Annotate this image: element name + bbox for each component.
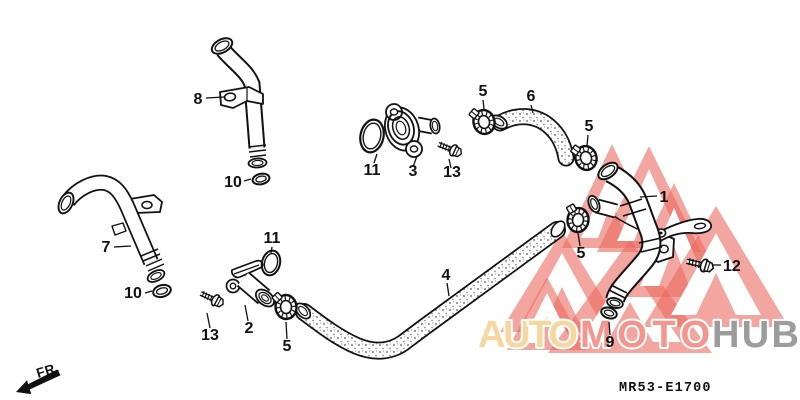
part-11-oring-upper xyxy=(359,118,385,154)
part-13-bolt-lower xyxy=(198,287,225,309)
callout-13-upper: 13 xyxy=(443,158,461,181)
watermark-word-auto: AUTO xyxy=(478,314,578,356)
callout-label: 11 xyxy=(364,162,381,179)
part-1-pipe-assembly xyxy=(587,161,712,309)
part-11-oring-lower xyxy=(260,249,282,277)
watermark-word-hub: HUB xyxy=(712,314,799,356)
watermark-triangle xyxy=(643,206,789,327)
part-13-bolt-upper xyxy=(436,138,463,159)
diagram-code: MR53-E1700 xyxy=(619,381,712,396)
callout-label: 5 xyxy=(577,245,586,262)
callout-13-lower: 13 xyxy=(201,312,219,344)
part-4-hose xyxy=(294,220,566,360)
callouts: 8 10 7 10 11 3 13 5 6 5 1 5 12 4 9 13 2 … xyxy=(102,83,741,355)
part-5-clamp-a xyxy=(466,103,498,138)
part-8-pipe xyxy=(210,37,268,169)
fr-label: FR. xyxy=(34,360,61,381)
callout-12: 12 xyxy=(713,258,741,275)
callout-label: 3 xyxy=(409,163,418,180)
callout-label: 1 xyxy=(660,189,669,206)
callout-3: 3 xyxy=(409,155,418,180)
callout-label: 5 xyxy=(585,118,594,135)
part-6-hose xyxy=(490,108,575,167)
callout-label: 10 xyxy=(224,174,242,191)
part-7-pipe xyxy=(57,174,166,283)
callout-label: 9 xyxy=(606,334,615,351)
callout-5-a: 5 xyxy=(479,83,488,110)
callout-label: 13 xyxy=(443,164,461,181)
callout-6: 6 xyxy=(527,88,536,114)
callout-10-upper: 10 xyxy=(224,174,252,191)
callout-1: 1 xyxy=(639,189,669,206)
callout-2: 2 xyxy=(244,304,254,337)
callout-8: 8 xyxy=(194,91,225,108)
callout-10-lower: 10 xyxy=(124,285,153,302)
callout-11-lower: 11 xyxy=(264,230,281,254)
callout-label: 6 xyxy=(527,88,536,105)
part-5-clamp-d xyxy=(270,289,299,322)
callout-9: 9 xyxy=(606,321,615,351)
callout-label: 10 xyxy=(124,285,142,302)
callout-11-upper: 11 xyxy=(364,153,381,179)
callout-5-d: 5 xyxy=(283,321,292,355)
callout-label: 11 xyxy=(264,230,281,247)
callout-label: 5 xyxy=(479,83,488,100)
part-9-oring xyxy=(600,306,618,320)
callout-7: 7 xyxy=(102,239,132,256)
callout-label: 7 xyxy=(102,239,111,256)
callout-label: 4 xyxy=(442,267,451,284)
callout-label: 2 xyxy=(245,320,254,337)
part-2-joint xyxy=(225,259,275,308)
part-3-joint-flange xyxy=(383,103,441,158)
callout-label: 13 xyxy=(201,327,219,344)
watermark-word-moto: MOTO xyxy=(580,314,710,356)
part-10-oring-lower xyxy=(152,283,172,299)
callout-label: 5 xyxy=(283,338,292,355)
callout-4: 4 xyxy=(442,267,451,297)
callout-5-c: 5 xyxy=(577,232,586,262)
callout-label: 12 xyxy=(723,258,741,275)
fr-direction-arrow: FR. xyxy=(16,360,61,395)
fr-arrow-icon xyxy=(16,369,61,395)
callout-label: 8 xyxy=(194,91,203,108)
callout-5-b: 5 xyxy=(585,118,594,147)
part-10-oring-upper xyxy=(251,172,271,186)
